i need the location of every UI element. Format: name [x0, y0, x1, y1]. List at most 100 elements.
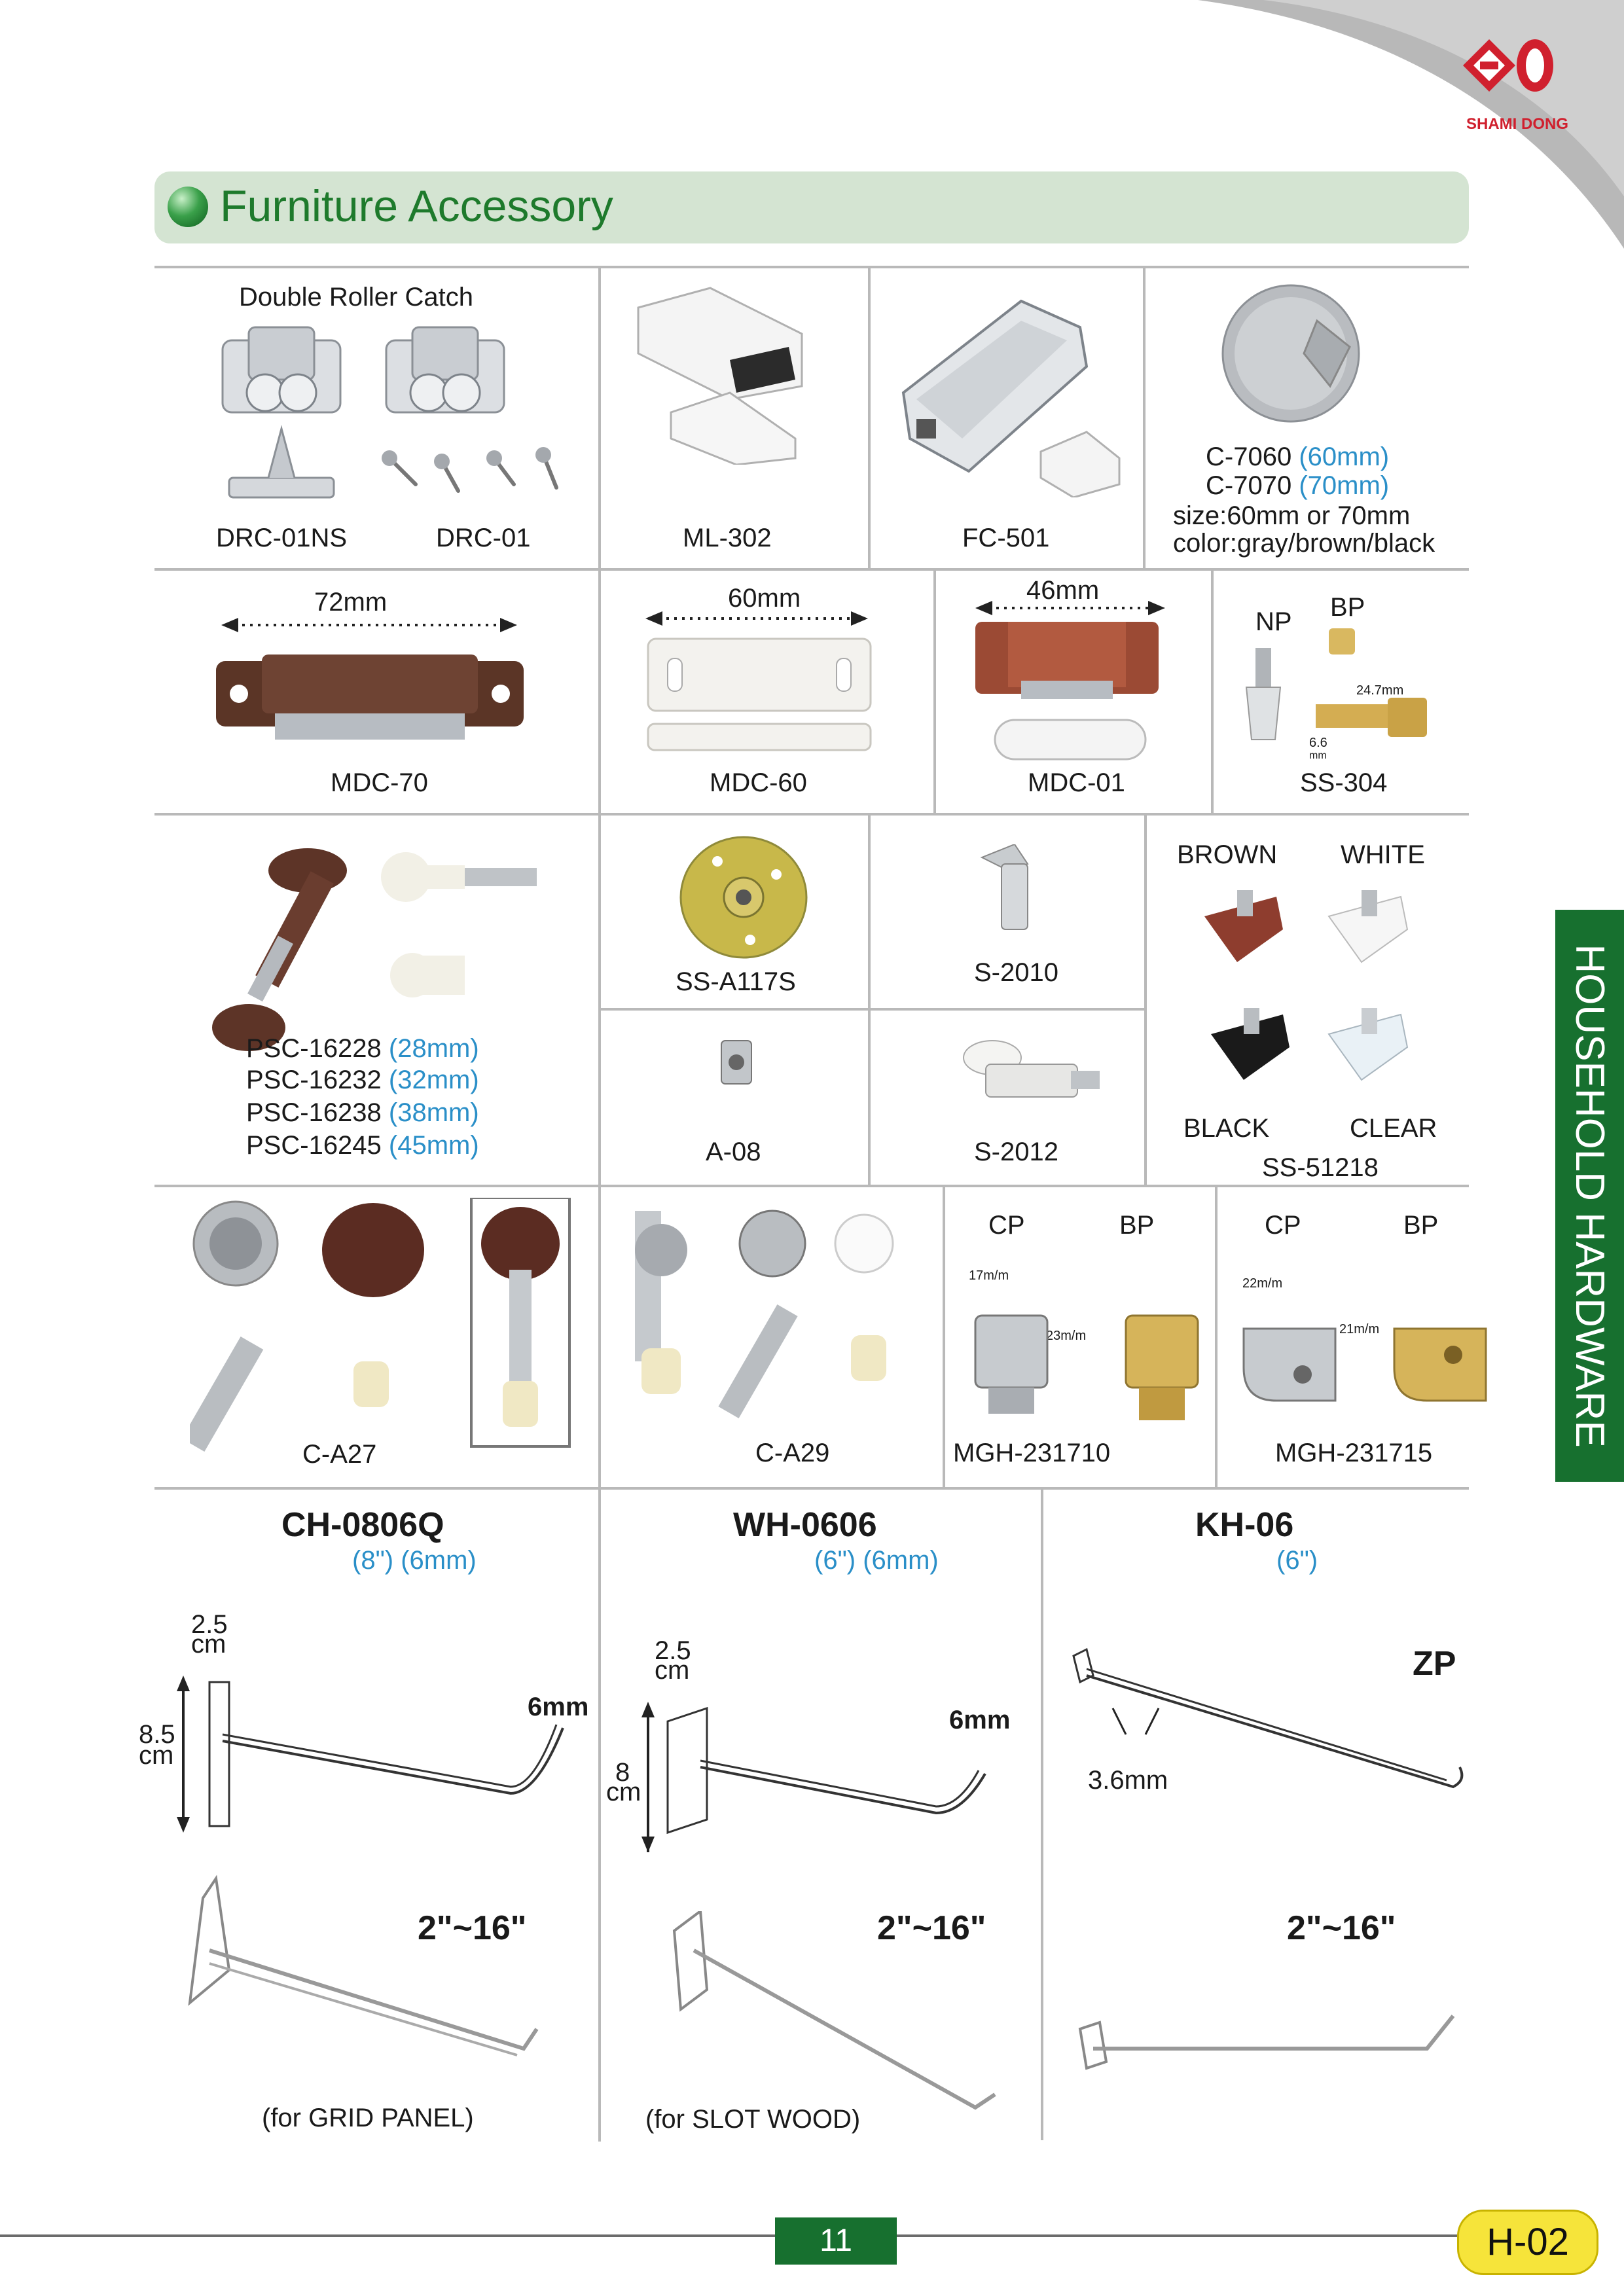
kh-finish: ZP — [1413, 1645, 1456, 1683]
divider-row3-mid — [600, 1008, 1144, 1011]
vline-r4a — [943, 1185, 945, 1487]
grommet-color-line: color:gray/brown/black — [1173, 529, 1435, 558]
wh-note: (for SLOT WOOD) — [645, 2105, 861, 2134]
label-ss-304: SS-304 — [1300, 768, 1388, 797]
roller-catch-screws-image — [382, 326, 558, 493]
ch-width-unit: cm — [191, 1630, 226, 1659]
vline-hooks — [1041, 1487, 1043, 2140]
side-tab-label: HOUSEHOLD HARDWARE — [1567, 944, 1612, 1448]
wh-0606-code: WH-0606 — [733, 1506, 877, 1544]
label-clear: CLEAR — [1350, 1114, 1437, 1143]
divider-row1 — [154, 568, 1469, 571]
page-title: Furniture Accessory — [220, 181, 613, 231]
section-code: H-02 — [1487, 2221, 1569, 2263]
label-drc-01: DRC-01 — [436, 524, 531, 552]
mdc-70-dimension-arrow — [221, 618, 517, 632]
kh-06-spec: (6") — [1276, 1546, 1318, 1575]
glass-clamp-cp-image — [974, 1314, 1049, 1414]
c-7060-code: C-7060 — [1206, 442, 1292, 471]
ss-304-bp: BP — [1330, 593, 1365, 622]
psc-16238: PSC-16238 (38mm) — [246, 1098, 479, 1128]
mgh-231715-height: 21m/m — [1339, 1322, 1380, 1336]
brand-name: SHAMI DONG — [1466, 115, 1568, 133]
mgh-231715-width: 22m/m — [1242, 1276, 1283, 1291]
vline-r4b — [1215, 1185, 1218, 1487]
label-s-2010: S-2010 — [974, 958, 1058, 987]
vline-r3a — [868, 813, 871, 1185]
brass-shelf-pin-image — [1316, 698, 1427, 737]
kh-length: 2"~16" — [1287, 1909, 1396, 1947]
grid-hook-diagram — [177, 1676, 564, 1833]
clear-shelf-support-image — [1327, 1008, 1409, 1081]
label-mdc-60: MDC-60 — [710, 768, 807, 797]
mgh-231710-height: 23m/m — [1046, 1329, 1087, 1343]
psc-16232: PSC-16232 (32mm) — [246, 1066, 479, 1095]
psc-16245-code: PSC-16245 — [246, 1131, 382, 1160]
wh-height-value: 8 — [615, 1758, 630, 1787]
brown-magnetic-catch-image — [216, 655, 524, 740]
glass-clamp-bp2-image — [1393, 1327, 1487, 1402]
mgh-231715-bp: BP — [1403, 1211, 1439, 1240]
page-number: 11 — [820, 2223, 852, 2258]
ch-length: 2"~16" — [418, 1909, 527, 1947]
s-2012-shelf-support-image — [963, 1040, 1100, 1098]
vline-r1b — [1143, 266, 1146, 568]
c-7060-size: (60mm) — [1299, 442, 1390, 471]
label-ml-302: ML-302 — [683, 524, 772, 552]
title-bar — [154, 171, 1469, 243]
post-screw-white-image — [381, 852, 537, 997]
magnetic-catch-image — [901, 299, 1121, 497]
divider-row3 — [154, 1185, 1469, 1187]
wh-0606-spec: (6") (6mm) — [814, 1546, 939, 1575]
label-drc-01ns: DRC-01NS — [216, 524, 348, 552]
wh-width-unit: cm — [655, 1656, 690, 1685]
kh-06-code: KH-06 — [1195, 1506, 1294, 1544]
label-white: WHITE — [1341, 840, 1425, 869]
shami-dong-logo — [1463, 39, 1553, 92]
ch-0806q-spec: (8") (6mm) — [352, 1546, 477, 1575]
label-mdc-01: MDC-01 — [1028, 768, 1125, 797]
psc-16232-code: PSC-16232 — [246, 1066, 382, 1094]
white-magnetic-catch-image — [647, 637, 872, 751]
divider-row2 — [154, 813, 1469, 816]
vline-r1a — [868, 266, 871, 568]
green-bullet-icon — [168, 187, 208, 227]
label-mdc-70: MDC-70 — [331, 768, 428, 797]
c-7070-size: (70mm) — [1299, 471, 1390, 500]
c-7070-code: C-7070 — [1206, 471, 1292, 500]
grid-hook-photo — [188, 1874, 539, 2056]
small-magnetic-catch-image — [975, 622, 1159, 761]
label-mgh-231710: MGH-231710 — [953, 1439, 1111, 1467]
label-c-7060: C-7060 (60mm) — [1206, 442, 1389, 472]
mgh-231715-cp: CP — [1265, 1211, 1301, 1240]
wh-wire: 6mm — [949, 1706, 1011, 1734]
kh-wire: 3.6mm — [1088, 1766, 1168, 1795]
label-brown: BROWN — [1177, 840, 1278, 869]
label-c-7070: C-7070 (70mm) — [1206, 471, 1389, 501]
glass-clamp-bp-image — [1125, 1314, 1199, 1420]
mdc-60-dimension-arrow — [645, 611, 868, 626]
label-c-a27: C-A27 — [302, 1440, 377, 1469]
ss-304-np: NP — [1255, 607, 1292, 636]
label-ss-51218: SS-51218 — [1262, 1153, 1379, 1182]
psc-16228: PSC-16228 (28mm) — [246, 1034, 479, 1064]
section-code-box — [1457, 2210, 1598, 2275]
ch-0806q-code: CH-0806Q — [281, 1506, 444, 1544]
label-a-08: A-08 — [706, 1138, 761, 1166]
psc-16228-code: PSC-16228 — [246, 1034, 382, 1063]
ch-note: (for GRID PANEL) — [262, 2104, 474, 2132]
mounting-plate-image — [679, 836, 808, 959]
vline-r2a — [933, 568, 936, 813]
mgh-231710-width: 17m/m — [969, 1268, 1009, 1283]
black-shelf-support-image — [1211, 1008, 1290, 1080]
side-tab — [1555, 910, 1624, 1482]
psc-16238-size: (38mm) — [388, 1098, 479, 1127]
psc-16245-size: (45mm) — [388, 1131, 479, 1160]
ch-wire: 6mm — [528, 1693, 589, 1721]
label-c-a29: C-A29 — [755, 1439, 830, 1467]
label-mgh-231715: MGH-231715 — [1275, 1439, 1433, 1467]
mgh-231710-bp: BP — [1119, 1211, 1155, 1240]
ch-height-value: 8.5 — [139, 1720, 175, 1749]
ch-height-unit: cm — [139, 1741, 174, 1770]
vline-r2b — [1211, 568, 1214, 813]
